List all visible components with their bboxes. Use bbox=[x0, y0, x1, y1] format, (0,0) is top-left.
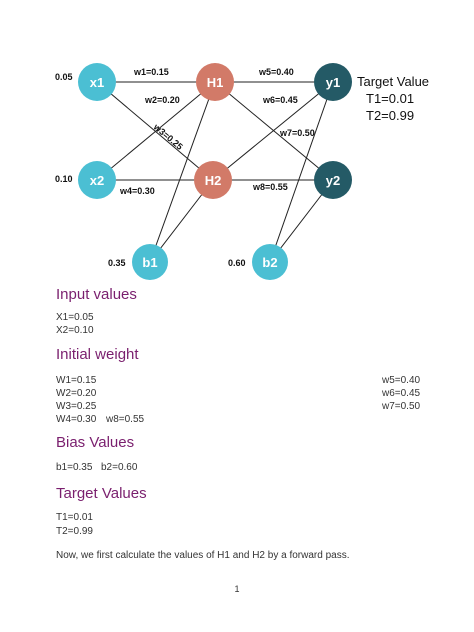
heading-initial-weight: Initial weight bbox=[56, 346, 139, 363]
target-value-t1: T1=0.01 bbox=[56, 512, 93, 523]
page-number: 1 bbox=[234, 584, 240, 594]
input-value-x1: X1=0.05 bbox=[56, 312, 94, 323]
weight-w8: w8=0.55 bbox=[106, 414, 145, 425]
node-b1: b1 bbox=[132, 244, 168, 280]
bias-b1: b1=0.35 bbox=[56, 462, 93, 473]
node-y2-label: y2 bbox=[326, 173, 340, 188]
edge-b1-h1 bbox=[149, 81, 216, 263]
bias-b2: b2=0.60 bbox=[101, 462, 138, 473]
heading-input-values: Input values bbox=[56, 286, 137, 303]
weight-w7: w7=0.50 bbox=[382, 401, 421, 412]
node-x2: x2 bbox=[78, 161, 116, 199]
weight-label-w2: w2=0.20 bbox=[144, 95, 180, 105]
neural-network-diagram: x1 x2 H1 H2 y1 y2 b1 b2 0.05 0.10 0.35 0… bbox=[55, 63, 429, 280]
node-x2-label: x2 bbox=[90, 173, 104, 188]
edge-x2-h1 bbox=[96, 81, 216, 181]
body-paragraph: Now, we first calculate the values of H1… bbox=[56, 550, 350, 561]
node-h2: H2 bbox=[194, 161, 232, 199]
input-label-b2: 0.60 bbox=[228, 258, 246, 268]
weight-w2: W2=0.20 bbox=[56, 388, 97, 399]
weight-label-w6: w6=0.45 bbox=[262, 95, 298, 105]
weight-w1: W1=0.15 bbox=[56, 375, 97, 386]
edge-b2-y1 bbox=[269, 81, 334, 263]
edge-x1-h2 bbox=[96, 81, 214, 181]
weight-w3: W3=0.25 bbox=[56, 401, 97, 412]
weight-label-w4: w4=0.30 bbox=[119, 186, 155, 196]
edge-h1-y2 bbox=[214, 81, 334, 181]
node-b2: b2 bbox=[252, 244, 288, 280]
target-value-t2: T2=0.99 bbox=[56, 526, 93, 537]
node-x1: x1 bbox=[78, 63, 116, 101]
node-y2: y2 bbox=[314, 161, 352, 199]
target-legend: Target Value T1=0.01 T2=0.99 bbox=[357, 74, 429, 123]
weight-label-w7: w7=0.50 bbox=[279, 128, 315, 138]
node-x1-label: x1 bbox=[90, 75, 104, 90]
node-h2-label: H2 bbox=[205, 173, 222, 188]
heading-bias-values: Bias Values bbox=[56, 434, 135, 451]
target-t2: T2=0.99 bbox=[366, 108, 414, 123]
node-y1-label: y1 bbox=[326, 75, 340, 90]
weight-w5: w5=0.40 bbox=[382, 375, 421, 386]
target-title: Target Value bbox=[357, 74, 429, 89]
weight-w6: w6=0.45 bbox=[382, 388, 421, 399]
input-label-x2: 0.10 bbox=[55, 174, 73, 184]
weight-label-w3: w3=0.25 bbox=[151, 121, 185, 152]
node-b1-label: b1 bbox=[142, 255, 157, 270]
node-h1: H1 bbox=[196, 63, 234, 101]
input-label-x1: 0.05 bbox=[55, 72, 73, 82]
input-label-b1: 0.35 bbox=[108, 258, 126, 268]
weight-w4: W4=0.30 bbox=[56, 414, 97, 425]
heading-target-values: Target Values bbox=[56, 485, 147, 502]
target-t1: T1=0.01 bbox=[366, 91, 414, 106]
weight-label-w1: w1=0.15 bbox=[133, 67, 169, 77]
node-b2-label: b2 bbox=[262, 255, 277, 270]
node-y1: y1 bbox=[314, 63, 352, 101]
node-h1-label: H1 bbox=[207, 75, 224, 90]
weight-label-w8: w8=0.55 bbox=[252, 182, 288, 192]
weight-label-w5: w5=0.40 bbox=[258, 67, 294, 77]
edge-h2-y1 bbox=[212, 81, 334, 181]
input-value-x2: X2=0.10 bbox=[56, 325, 94, 336]
